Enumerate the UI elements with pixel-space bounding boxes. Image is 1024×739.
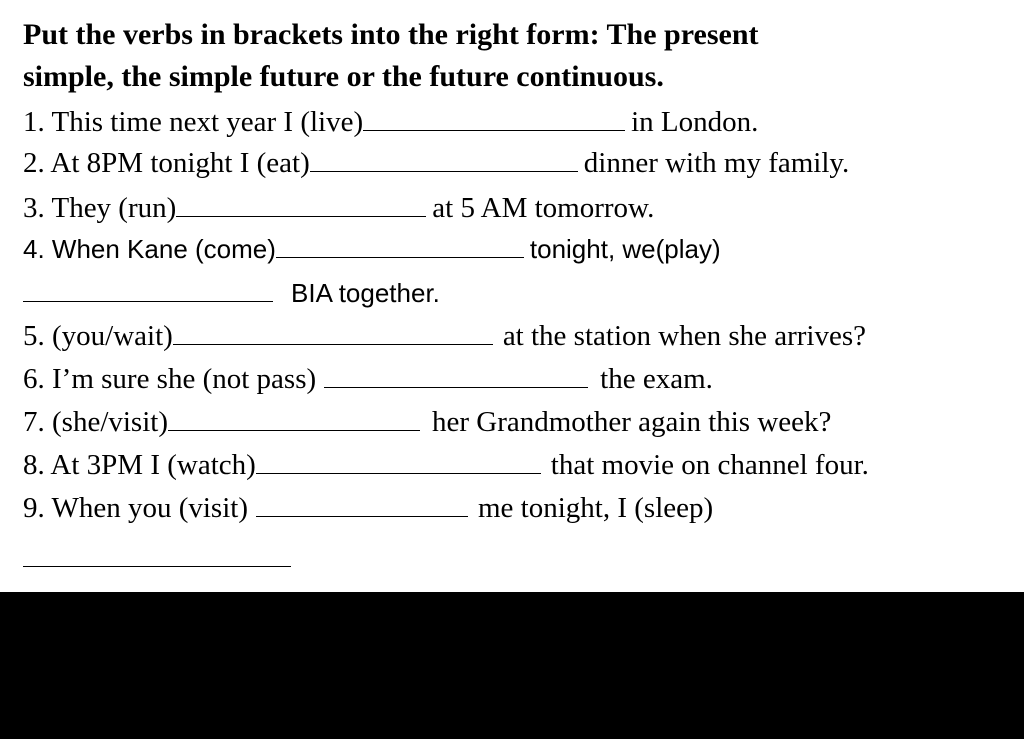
answer-blank-2[interactable] <box>309 143 578 172</box>
item-continuation: that movie on channel four. <box>550 449 869 481</box>
item-prompt: 8. At 3PM I (watch) <box>23 449 256 481</box>
answer-blank-6[interactable] <box>324 359 589 388</box>
item-continuation: at 5 AM tomorrow. <box>432 192 655 224</box>
answer-blank-9b[interactable] <box>23 538 291 567</box>
answer-blank-4b[interactable] <box>23 273 273 302</box>
exercise-item-5: 5. (you/wait) at the station when she arr… <box>23 316 866 356</box>
answer-blank-1[interactable] <box>363 102 626 131</box>
exercise-item-7: 7. (she/visit) her Grandmother again this… <box>23 402 831 442</box>
exercise-item-4: 4. When Kane (come) tonight, we(play) <box>23 229 721 269</box>
item-continuation: dinner with my family. <box>583 147 850 179</box>
exercise-item-1: 1. This time next year I (live) in London… <box>23 102 758 142</box>
item-prompt: 9. When you (visit) <box>23 492 248 524</box>
instructions-line-2: simple, the simple future or the future … <box>23 60 664 93</box>
item-prompt: 6. I’m sure she (not pass) <box>23 363 317 395</box>
answer-blank-3[interactable] <box>176 188 427 217</box>
answer-blank-7[interactable] <box>168 402 420 431</box>
item-continuation: her Grandmother again this week? <box>432 406 832 438</box>
answer-blank-5[interactable] <box>172 316 493 345</box>
exercise-item-6: 6. I’m sure she (not pass) the exam. <box>23 359 713 399</box>
item-prompt: 3. They (run) <box>23 192 177 224</box>
item-continuation: BIA together. <box>291 278 440 308</box>
exercise-item-2: 2. At 8PM tonight I (eat) dinner with my … <box>23 143 849 183</box>
exercise-item-4-continued: BIA together. <box>23 273 440 313</box>
worksheet: Put the verbs in brackets into the right… <box>0 0 1024 592</box>
item-prompt: 5. (you/wait) <box>23 320 173 352</box>
exercise-item-8: 8. At 3PM I (watch) that movie on channel… <box>23 445 869 485</box>
black-band <box>0 592 1024 739</box>
instructions-heading: Put the verbs in brackets into the right… <box>23 14 1013 98</box>
answer-blank-8[interactable] <box>255 445 541 474</box>
answer-blank-9a[interactable] <box>256 488 468 517</box>
item-prompt: 4. When Kane (come) <box>23 234 276 264</box>
item-prompt: 7. (she/visit) <box>23 406 168 438</box>
item-continuation: at the station when she arrives? <box>502 320 866 352</box>
item-continuation: the exam. <box>600 363 713 395</box>
exercise-item-9: 9. When you (visit) me tonight, I (sleep) <box>23 488 713 528</box>
item-continuation: tonight, we(play) <box>529 234 721 264</box>
exercise-item-9-continued <box>23 538 297 578</box>
answer-blank-4a[interactable] <box>275 229 524 258</box>
item-continuation: me tonight, I (sleep) <box>478 492 714 524</box>
item-prompt: 2. At 8PM tonight I (eat) <box>23 147 310 179</box>
item-continuation: in London. <box>631 106 759 138</box>
instructions-line-1: Put the verbs in brackets into the right… <box>23 18 759 51</box>
item-prompt: 1. This time next year I (live) <box>23 106 364 138</box>
exercise-item-3: 3. They (run) at 5 AM tomorrow. <box>23 188 654 228</box>
